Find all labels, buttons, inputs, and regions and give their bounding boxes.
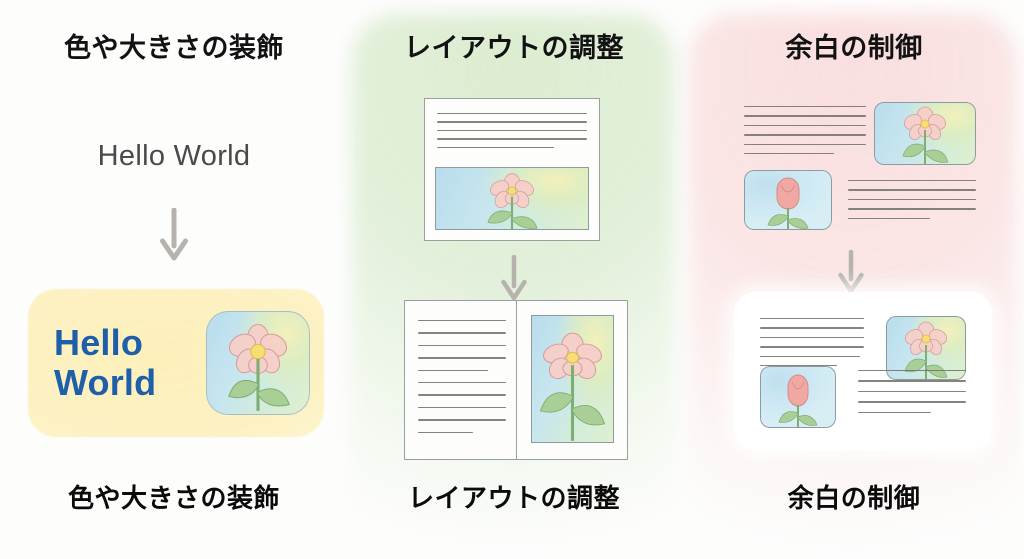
text-line (858, 390, 966, 393)
cramped-text-block-bottom (848, 180, 976, 226)
text-line (437, 138, 587, 140)
panel-layout-title: レイアウトの調整 (394, 33, 634, 67)
text-line (760, 355, 860, 357)
text-line (760, 327, 864, 329)
text-line (418, 381, 506, 384)
spaced-text-block-top (760, 318, 864, 373)
spaced-white-card-after (734, 292, 992, 450)
text-line (744, 124, 866, 127)
book-text-lines (418, 320, 506, 440)
title-highlight (54, 51, 294, 67)
panel-decoration-caption: 色や大きさの装飾 (67, 483, 280, 513)
tulip-photo-icon (744, 170, 832, 230)
cramped-text-block-top (744, 106, 866, 161)
text-line (848, 198, 976, 201)
tulip-photo-icon (760, 366, 836, 428)
styled-hello-world-text: Hello World (54, 321, 157, 403)
title-highlight (775, 51, 933, 67)
text-line (858, 411, 932, 413)
document-page-before (424, 98, 600, 241)
transform-arrow-decoration (159, 207, 189, 269)
text-line (744, 143, 866, 145)
panel-margin-title-wrap: 余白の制御 (684, 33, 1024, 67)
text-line (858, 370, 966, 372)
panel-decoration-title-wrap: 色や大きさの装飾 (0, 33, 348, 67)
text-line (760, 318, 864, 320)
tall-flower-photo-icon (531, 315, 614, 443)
text-line (418, 344, 506, 347)
spaced-text-block-bottom (858, 370, 966, 420)
text-line (848, 217, 930, 219)
text-line (760, 336, 864, 339)
wide-flower-photo-icon (435, 167, 589, 230)
text-line (858, 401, 966, 403)
transform-arrow-layout (499, 254, 529, 308)
text-line (418, 369, 489, 371)
book-right-page (516, 300, 628, 460)
text-line (437, 146, 554, 148)
text-line (418, 431, 473, 433)
plain-hello-world-text: Hello World (97, 140, 251, 172)
text-line (760, 364, 837, 367)
text-line (744, 106, 866, 108)
cramped-layout-before (744, 102, 976, 230)
text-line (848, 208, 976, 210)
document-text-lines (437, 113, 587, 155)
text-line (744, 152, 835, 155)
open-book-after (404, 300, 628, 460)
text-line (418, 332, 506, 334)
styled-result-content: Hello World (28, 289, 324, 437)
text-line (418, 394, 506, 396)
flower-photo-icon (874, 102, 976, 165)
panel-decoration-title: 色や大きさの装飾 (54, 33, 294, 67)
text-line (858, 380, 966, 382)
text-line (744, 134, 866, 136)
panel-layout: レイアウトの調整 レイアウトの調整 (348, 0, 680, 559)
text-line (744, 115, 866, 117)
panel-layout-caption: レイアウトの調整 (407, 483, 620, 513)
flower-thumbnail-icon (206, 311, 310, 415)
panel-margin: 余白の制御 余白の制御 (684, 0, 1024, 559)
panel-decoration: 色や大きさの装飾 Hello World Hello World (0, 0, 348, 559)
text-line (437, 129, 587, 132)
text-line (848, 189, 976, 191)
panel-layout-title-wrap: レイアウトの調整 (348, 33, 680, 67)
text-line (437, 121, 587, 123)
text-line (418, 320, 506, 322)
flower-photo-icon (886, 316, 966, 380)
panel-margin-title: 余白の制御 (775, 33, 933, 67)
book-left-page (404, 300, 517, 460)
text-line (437, 113, 587, 115)
panel-margin-caption: 余白の制御 (787, 483, 921, 513)
text-line (848, 180, 976, 182)
text-line (418, 419, 506, 421)
text-line (418, 406, 506, 409)
transform-arrow-margin (836, 249, 866, 301)
text-line (418, 357, 506, 359)
text-line (760, 346, 864, 348)
title-highlight (394, 51, 634, 67)
